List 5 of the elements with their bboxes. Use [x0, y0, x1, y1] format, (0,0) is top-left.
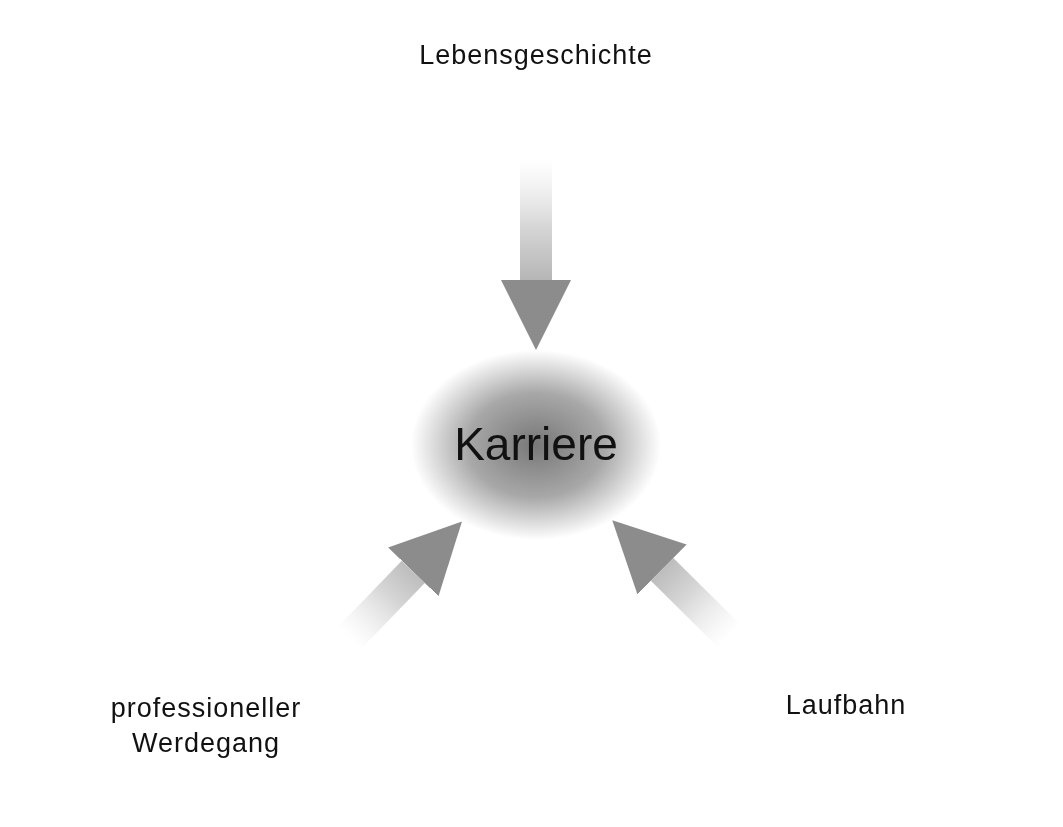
node-label: Laufbahn	[760, 686, 932, 726]
node-label: Lebensgeschichte	[380, 36, 692, 76]
node-label: Karriere	[454, 417, 618, 473]
node-label: professioneller Werdegang	[80, 688, 332, 764]
shaded-ellipse	[411, 350, 661, 540]
